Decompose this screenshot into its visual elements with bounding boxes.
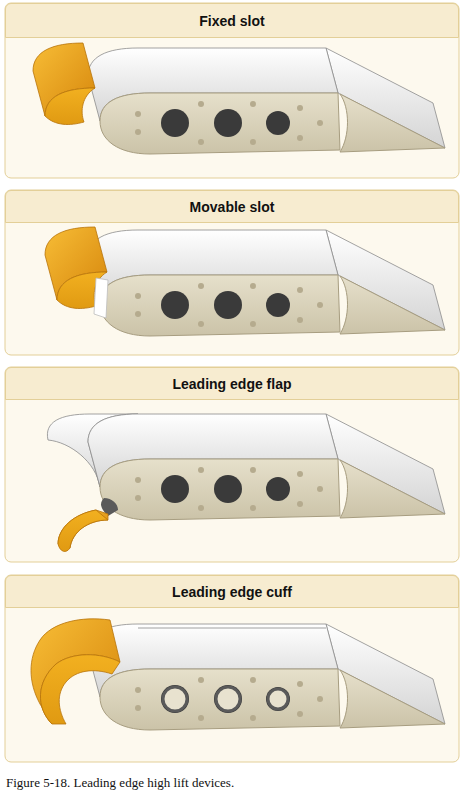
leading-edge-cuff-figure: [31, 619, 445, 730]
panel-heading: Fixed slot: [193, 13, 270, 29]
panel: [5, 575, 459, 762]
header-band: Movable slot: [5, 190, 459, 223]
lightening-hole-rings: [163, 687, 288, 711]
wing-section: [88, 414, 445, 520]
panel-heading: Leading edge cuff: [166, 584, 298, 600]
panel: [5, 3, 459, 178]
wing-section: [88, 624, 445, 730]
wing-section: [88, 230, 445, 336]
movable-slot-figure: [45, 227, 445, 336]
figure-caption: Figure 5-18. Leading edge high lift devi…: [6, 775, 458, 791]
wing-section: [88, 48, 445, 154]
leading-edge-flap-figure: [47, 414, 445, 551]
cuff-profile: [40, 655, 120, 724]
panel-heading: Movable slot: [184, 199, 281, 215]
panel: [5, 367, 459, 562]
panel-heading: Leading edge flap: [166, 376, 297, 392]
cuff-surface: [31, 619, 120, 724]
header-band: Leading edge cuff: [5, 575, 459, 608]
slot-gap: [94, 278, 108, 318]
cuff-seam: [138, 628, 326, 629]
leading-edge-flap-profile: [58, 510, 108, 551]
fixed-slot-slat: [33, 43, 95, 124]
panel: [5, 190, 459, 355]
fixed-slot-figure: [33, 43, 445, 154]
header-band: Fixed slot: [5, 3, 459, 38]
header-band: Leading edge flap: [5, 367, 459, 400]
